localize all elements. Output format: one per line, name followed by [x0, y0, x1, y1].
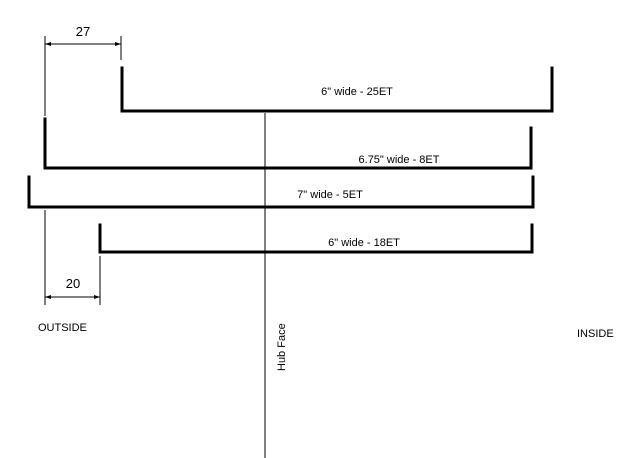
- wheel-3: 7" wide - 5ET: [27, 175, 535, 209]
- dimension-bottom-arrow-right: [94, 295, 100, 299]
- wheel-1-label: 6" wide - 25ET: [321, 86, 393, 98]
- dimension-bottom-value: 20: [66, 276, 80, 291]
- dimension-bottom-arrow-left: [45, 295, 51, 299]
- dimension-top-value: 27: [76, 24, 90, 39]
- wheel-4: 6" wide - 18ET: [98, 223, 534, 254]
- wheel-3-profile: [27, 175, 535, 209]
- outside-label: OUTSIDE: [38, 322, 87, 334]
- wheel-2: 6.75" wide - 8ET: [43, 117, 533, 170]
- dimension-top: 27: [44, 24, 122, 116]
- wheel-4-profile: [98, 223, 534, 254]
- inside-label: INSIDE: [577, 328, 614, 340]
- wheel-1-profile: [120, 66, 554, 113]
- wheel-2-label: 6.75" wide - 8ET: [359, 154, 440, 166]
- wheel-1: 6" wide - 25ET: [120, 66, 554, 113]
- wheel-3-label: 7" wide - 5ET: [297, 189, 363, 201]
- dimension-top-arrow-left: [45, 42, 51, 46]
- dimension-top-arrow-right: [115, 42, 121, 46]
- wheel-4-label: 6" wide - 18ET: [328, 237, 400, 249]
- dimension-bottom: 20: [44, 210, 101, 305]
- hub-face-label: Hub Face: [276, 323, 288, 371]
- wheel-2-profile: [43, 117, 533, 170]
